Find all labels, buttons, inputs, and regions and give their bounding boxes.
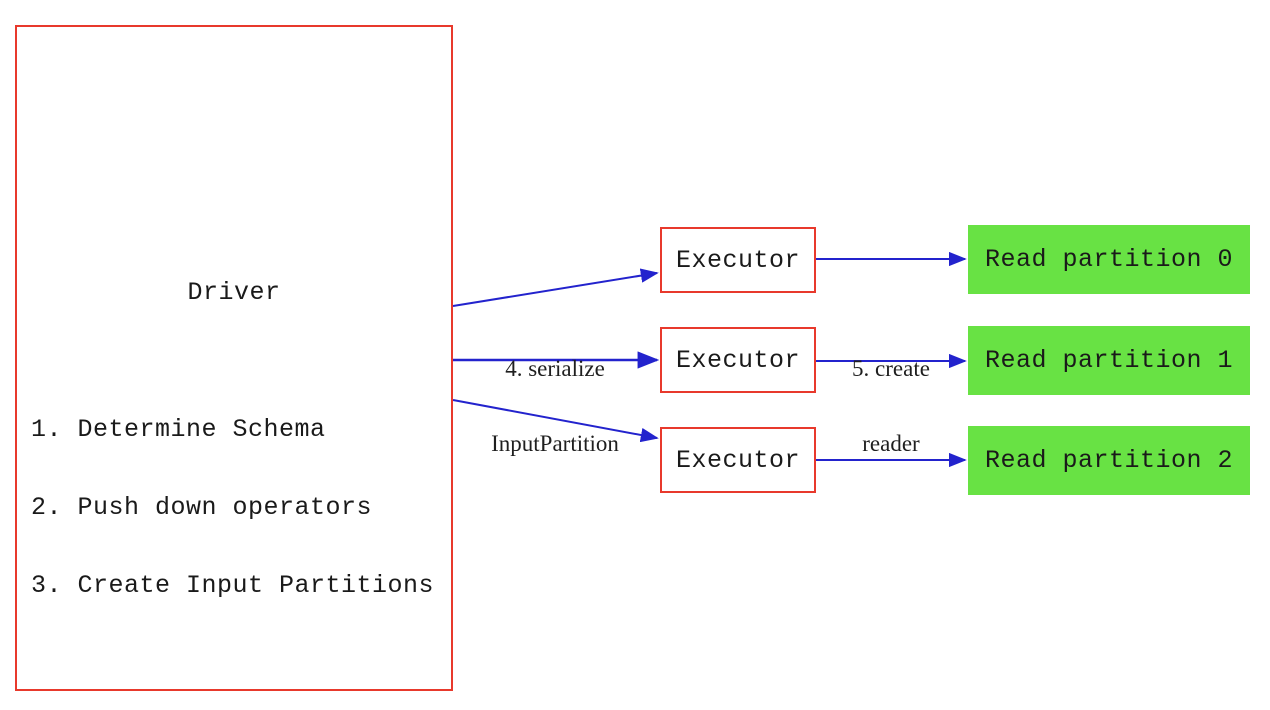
create-reader-label: 5. create reader — [781, 306, 1001, 506]
executor-box-3: Executor — [660, 427, 816, 493]
driver-steps: 1. Determine Schema 2. Push down operato… — [31, 365, 434, 651]
read-partition-0-box: Read partition 0 — [968, 225, 1250, 294]
serialize-label-line1: 4. serialize — [505, 356, 605, 381]
executor-box-1: Executor — [660, 227, 816, 293]
serialize-label-line2: InputPartition — [491, 431, 619, 456]
create-reader-label-line2: reader — [862, 431, 920, 456]
driver-step-3: 3. Create Input Partitions — [31, 571, 435, 600]
arrow-driver-to-executor-1 — [452, 268, 659, 307]
create-reader-label-line1: 5. create — [852, 356, 930, 381]
read-partition-1-box: Read partition 1 — [968, 326, 1250, 395]
driver-box: Driver 1. Determine Schema 2. Push down … — [15, 25, 453, 691]
serialize-inputpartition-label: 4. serialize InputPartition — [445, 306, 665, 506]
driver-step-2: 2. Push down operators — [31, 493, 373, 522]
driver-step-1: 1. Determine Schema — [31, 415, 326, 444]
arrow-driver-to-executor-3 — [452, 399, 659, 443]
read-partition-2-box: Read partition 2 — [968, 426, 1250, 495]
driver-title: Driver — [187, 278, 281, 307]
executor-box-2: Executor — [660, 327, 816, 393]
